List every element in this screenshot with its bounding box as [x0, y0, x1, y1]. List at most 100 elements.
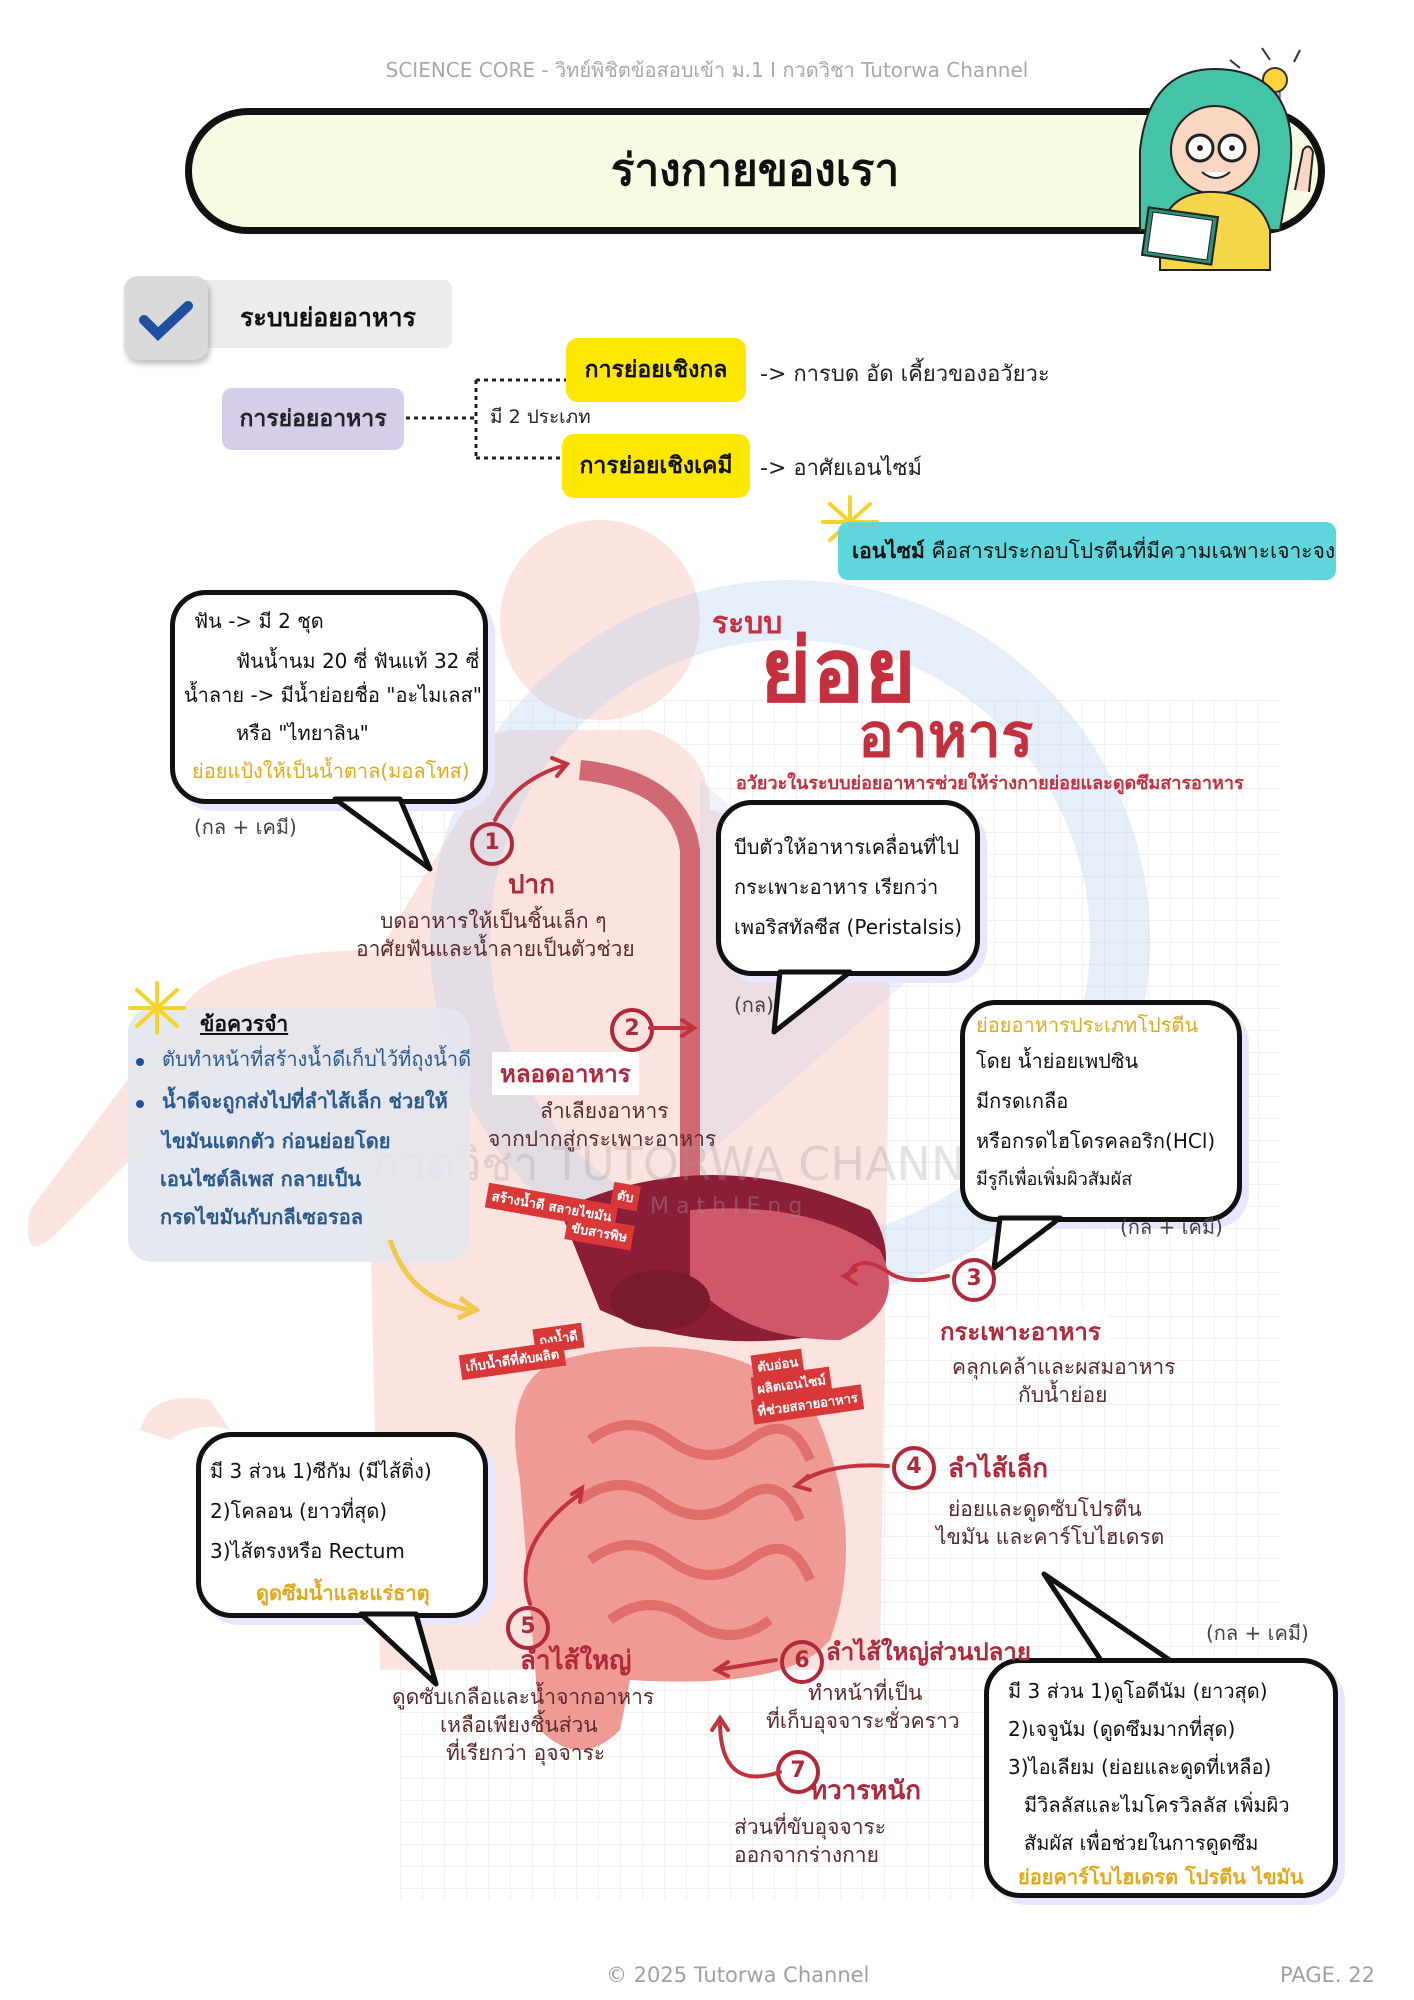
organ-desc-5a: ดูดซับเกลือและน้ำจากอาหาร — [392, 1685, 655, 1709]
remember-box — [128, 1008, 470, 1262]
small-line-4: มีวิลลัสและไมโครวิลลัส เพิ่มผิว — [1024, 1793, 1290, 1817]
organ-number-5: 5 — [506, 1606, 550, 1650]
remember-title: ข้อควรจำ — [200, 1012, 289, 1036]
teacher-illustration — [1139, 47, 1315, 271]
stomach-small: มีรูกีเพื่อเพิ่มผิวสัมผัส — [976, 1169, 1133, 1190]
organ-name-2: หลอดอาหาร — [492, 1052, 639, 1095]
organs-illustration — [515, 760, 889, 1750]
organ-desc-1b: อาศัยฟันและน้ำลายเป็นตัวช่วย — [356, 937, 635, 961]
organ-desc-6a: ทำหน้าที่เป็น — [808, 1681, 923, 1705]
poster-subtitle: อวัยวะในระบบย่อยอาหารช่วยให้ร่างกายย่อยแ… — [736, 773, 1244, 794]
page-title: ร่างกายของเรา — [610, 145, 900, 196]
organ-desc-7b: ออกจากร่างกาย — [734, 1843, 879, 1867]
checkbox-icon — [124, 276, 208, 360]
tree-connectors — [406, 378, 568, 460]
organ-desc-2b: จากปากสู่กระเพาะอาหาร — [488, 1127, 717, 1151]
sparkle-icon — [128, 981, 186, 1035]
small-line-3: 3)ไอเลียม (ย่อยและดูดที่เหลือ) — [1008, 1755, 1272, 1779]
large-line-3: 3)ไส้ตรงหรือ Rectum — [210, 1539, 405, 1563]
organ-desc-3b: กับน้ำย่อย — [1018, 1383, 1108, 1407]
large-line-2: 2)โคลอน (ยาวที่สุด) — [210, 1499, 388, 1523]
stomach-highlight: ย่อยอาหารประเภทโปรตีน — [976, 1013, 1199, 1037]
digestion-root: การย่อยอาหาร — [222, 388, 404, 450]
stomach-line-1: โดย น้ำย่อยเพปซิน — [976, 1049, 1139, 1073]
stomach-bubble — [960, 1000, 1242, 1222]
poster-small-title: ระบบ — [712, 606, 783, 641]
footer-copyright: © 2025 Tutorwa Channel — [606, 1963, 870, 1987]
esophagus-line-3: เพอริสทัลซีส (Peristalsis) — [734, 915, 963, 939]
esophagus-bubble-tail — [771, 969, 853, 1035]
watermark: กวดวิชา TUTORWA CHANNEL — [372, 1137, 1020, 1191]
organ-number-4: 4 — [892, 1446, 936, 1490]
chemical-label: การย่อยเชิงเคมี — [562, 434, 750, 498]
chemical-note: -> อาศัยเอนไซม์ — [760, 456, 923, 481]
organ-desc-1a: บดอาหารให้เป็นชิ้นเล็ก ๆ — [380, 909, 607, 933]
remember-item-2: น้ำดีจะถูกส่งไปที่ลำไส้เล็ก ช่วยให้ — [162, 1089, 448, 1113]
organ-name-5: ลำไส้ใหญ่ — [520, 1646, 632, 1676]
small-line-5: สัมผัส เพื่อช่วยในการดูดซึม — [1024, 1831, 1259, 1855]
mouth-line-1: ฟัน -> มี 2 ชุด — [194, 609, 324, 633]
large-intestine-bubble — [196, 1432, 488, 1618]
large-highlight: ดูดซึมน้ำและแร่ธาตุ — [256, 1581, 430, 1605]
esophagus-line-1: บีบตัวให้อาหารเคลื่อนที่ไป — [734, 835, 960, 859]
mouth-highlight: ย่อยแป้งให้เป็นน้ำตาล(มอลโทส) — [192, 759, 470, 783]
enzyme-note: เอนไซม์ คือสารประกอบโปรตีนที่มีความเฉพาะ… — [838, 522, 1336, 580]
mouth-line-4: หรือ "ไทยาลิน" — [236, 721, 369, 745]
large-line-1: มี 3 ส่วน 1)ซีกัม (มีไส้ติ่ง) — [210, 1459, 432, 1483]
enzyme-term: เอนไซม์ — [852, 539, 925, 563]
organ-name-7: ทวารหนัก — [810, 1776, 921, 1806]
section-label: ระบบย่อยอาหาร — [240, 303, 416, 332]
mouth-bubble-tail — [332, 796, 433, 872]
small-intestine-bubble — [984, 1658, 1338, 1898]
types-note: มี 2 ประเภท — [490, 406, 591, 428]
bullet-icon — [136, 1100, 144, 1108]
organ-number-1: 1 — [470, 822, 514, 866]
organ-name-1: ปาก — [508, 870, 555, 900]
poster-title-line1: ย่อย — [760, 619, 916, 722]
organ-desc-5b: เหลือเพียงชิ้นส่วน — [440, 1713, 598, 1737]
remember-item-4: เอนไซต์ลิเพส กลายเป็น — [160, 1167, 362, 1191]
mouth-line-3: น้ำลาย -> มีน้ำย่อยชื่อ "อะไมเลส" — [184, 683, 482, 707]
organ-name-6: ลำไส้ใหญ่ส่วนปลาย — [826, 1638, 1031, 1666]
organ-desc-5c: ที่เรียกว่า อุจจาระ — [446, 1741, 606, 1765]
small-tag: (กล + เคมี) — [1206, 1621, 1309, 1645]
organ-desc-3a: คลุกเคล้าและผสมอาหาร — [952, 1355, 1176, 1379]
small-line-2: 2)เจจูนัม (ดูดซึมมากที่สุด) — [1008, 1717, 1236, 1741]
header-line: SCIENCE CORE - วิทย์พิชิตข้อสอบเข้า ม.1 … — [385, 58, 1029, 82]
organ-name-3: กระเพาะอาหาร — [932, 1310, 1109, 1353]
organ-desc-2a: ลำเลียงอาหาร — [540, 1099, 669, 1123]
stomach-line-2: มีกรดเกลือ — [976, 1089, 1069, 1113]
small-highlight: ย่อยคาร์โบไฮเดรต โปรตีน ไขมัน — [1018, 1865, 1304, 1889]
organ-desc-4a: ย่อยและดูดซับโปรตีน — [948, 1497, 1142, 1521]
mechanical-note: -> การบด อัด เคี้ยวของอวัยวะ — [760, 362, 1050, 387]
poster-title-line2: อาหาร — [858, 701, 1034, 771]
esophagus-tag: (กล) — [734, 993, 774, 1017]
stomach-line-3: หรือกรดไฮโดรคลอริก(HCl) — [976, 1129, 1216, 1153]
remember-item-5: กรดไขมันกับกลีเซอรอล — [160, 1205, 364, 1229]
organ-number-6: 6 — [780, 1640, 824, 1684]
footer-page: PAGE. 22 — [1280, 1963, 1375, 1987]
bullet-icon — [136, 1058, 144, 1066]
large-intestine-bubble-tail — [358, 1611, 439, 1687]
mouth-bubble — [170, 590, 488, 804]
esophagus-bubble — [716, 800, 980, 976]
organ-name-4: ลำไส้เล็ก — [948, 1454, 1049, 1484]
remember-item-3: ไขมันแตกตัว ก่อนย่อยโดย — [162, 1129, 391, 1153]
organ-number-3: 3 — [952, 1258, 996, 1302]
organ-desc-6b: ที่เก็บอุจจาระชั่วคราว — [766, 1709, 960, 1733]
organ-desc-7a: ส่วนที่ขับอุจจาระ — [734, 1815, 887, 1839]
title-banner — [185, 108, 1325, 234]
remember-arrow — [387, 1239, 481, 1321]
enzyme-definition: คือสารประกอบโปรตีนที่มีความเฉพาะเจาะจง — [924, 539, 1336, 563]
mouth-line-2: ฟันน้ำนม 20 ซี่ ฟันแท้ 32 ซี่ — [236, 649, 480, 673]
watermark-sub: M a t h I E n g — [650, 1194, 803, 1219]
mouth-tag: (กล + เคมี) — [194, 815, 297, 839]
mechanical-label: การย่อยเชิงกล — [566, 338, 746, 402]
organ-desc-4b: ไขมัน และคาร์โบไฮเดรต — [936, 1525, 1165, 1549]
small-line-1: มี 3 ส่วน 1)ดูโอดีนัม (ยาวสุด) — [1008, 1679, 1268, 1703]
stomach-bubble-tail — [991, 1215, 1063, 1271]
esophagus-line-2: กระเพาะอาหาร เรียกว่า — [734, 875, 939, 899]
remember-item-1: ตับทำหน้าที่สร้างน้ำดีเก็บไว้ที่ถุงน้ำดี — [162, 1047, 472, 1071]
stomach-tag: (กล + เคมี) — [1120, 1215, 1223, 1239]
